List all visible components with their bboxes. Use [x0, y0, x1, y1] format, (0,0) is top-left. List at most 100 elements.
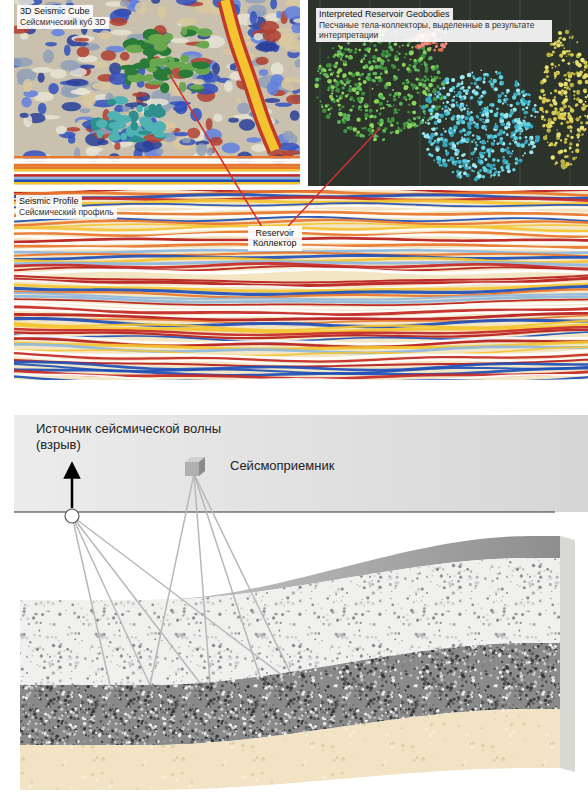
geobody-point	[461, 154, 464, 157]
image-panel: Interpreted Reservoir GeobodiesПесчаные …	[308, 0, 588, 186]
geobody-point	[465, 116, 469, 120]
geobody-point	[490, 134, 492, 136]
geobody-point	[519, 133, 521, 135]
geobody-point	[452, 145, 456, 149]
green-body	[178, 69, 193, 77]
seismic-blob	[51, 29, 65, 36]
geobody-point	[525, 127, 528, 130]
geobody-point	[555, 161, 558, 164]
geobody-point	[554, 107, 557, 110]
geobody-point	[349, 56, 352, 59]
geobody-point	[462, 164, 465, 167]
geobody-point	[501, 122, 505, 126]
geobody-point	[437, 160, 441, 164]
geobody-point	[515, 162, 518, 165]
geobody-point	[581, 133, 584, 136]
geobody-point	[393, 98, 397, 102]
cyan-body	[156, 104, 162, 113]
geobody-point	[461, 122, 463, 124]
geobody-point	[512, 150, 514, 152]
seismic-blob	[213, 113, 222, 121]
geobody-point	[404, 85, 409, 90]
geobody-point	[442, 159, 446, 163]
geobody-point	[338, 55, 342, 59]
panel-subtitle: Сейсмический куб 3D	[17, 17, 109, 29]
geobody-point	[577, 128, 580, 131]
seismic-blob	[228, 118, 239, 123]
geobody-point	[439, 114, 441, 116]
geobody-point	[379, 65, 381, 67]
source-label: Источник сейсмической волны (взрыв)	[36, 421, 256, 452]
geobody-point	[453, 96, 455, 98]
geobody-point	[472, 134, 474, 136]
geobody-point	[562, 112, 567, 117]
geobody-point	[559, 83, 564, 88]
cube-front-stripe	[14, 166, 300, 169]
geobody-point	[443, 102, 445, 104]
geobody-point	[528, 100, 531, 103]
geobody-point	[390, 48, 393, 51]
geobody-point	[422, 132, 425, 135]
geobody-point	[443, 80, 447, 84]
geobody-point	[467, 160, 469, 162]
seismic-ray	[194, 474, 260, 676]
geobody-point	[550, 104, 553, 107]
geobody-point	[546, 53, 551, 58]
geobody-point	[409, 124, 413, 128]
geobody-point	[553, 117, 557, 121]
geobody-point	[485, 118, 490, 123]
geobody-point	[364, 113, 369, 118]
geobody-point	[552, 50, 555, 53]
seismic-blob	[158, 5, 167, 18]
callout-box: ReservoirКоллектор	[248, 226, 302, 251]
geobody-point	[463, 171, 467, 175]
geobody-point	[480, 154, 484, 158]
seismic-blob	[71, 35, 94, 42]
geobody-point	[407, 44, 410, 47]
seismic-blob	[170, 38, 189, 43]
geobody-point	[577, 80, 582, 85]
geobody-point	[490, 103, 494, 107]
reflector	[14, 255, 588, 259]
geobody-point	[396, 51, 398, 53]
geobody-point	[324, 73, 328, 77]
geobody-point	[412, 110, 416, 114]
geobody-point	[539, 107, 543, 111]
geobody-point	[367, 128, 371, 132]
seismic-blob	[38, 103, 47, 115]
geobody-point	[425, 66, 429, 70]
geobody-point	[481, 140, 486, 145]
geobody-point	[327, 57, 329, 59]
seismic-profile	[14, 190, 588, 380]
geobody-point	[534, 111, 536, 113]
panel-title: Reservoir	[256, 228, 295, 238]
source-arrow	[71, 470, 74, 508]
cyan-body	[109, 122, 127, 130]
geobody-point	[357, 97, 362, 102]
seismic-blob	[132, 92, 147, 96]
seismic-blob	[176, 0, 197, 5]
geobody-point	[368, 134, 370, 136]
geobody-point	[585, 96, 587, 98]
geobody-point	[554, 77, 556, 79]
cube-front-stripe	[14, 169, 300, 172]
geobody-point	[461, 175, 463, 177]
geobody-point	[490, 78, 492, 80]
geobody-point	[372, 72, 375, 75]
geobody-point	[427, 119, 429, 121]
geobody-point	[560, 150, 564, 154]
geobody-point	[558, 31, 562, 35]
geobody-point	[333, 72, 335, 74]
seismic-blob	[291, 23, 300, 33]
geobody-point	[482, 175, 486, 179]
geobody-point	[336, 74, 339, 77]
geobody-point	[433, 49, 436, 52]
geobody-point	[428, 153, 431, 156]
cube-front-stripe	[14, 172, 300, 175]
geobody-point	[387, 119, 390, 122]
geobody-point	[456, 85, 458, 87]
geobody-point	[582, 103, 585, 106]
cube-front-stripe	[14, 182, 300, 185]
seismic-blob	[258, 41, 276, 51]
geobody-point	[550, 62, 554, 66]
